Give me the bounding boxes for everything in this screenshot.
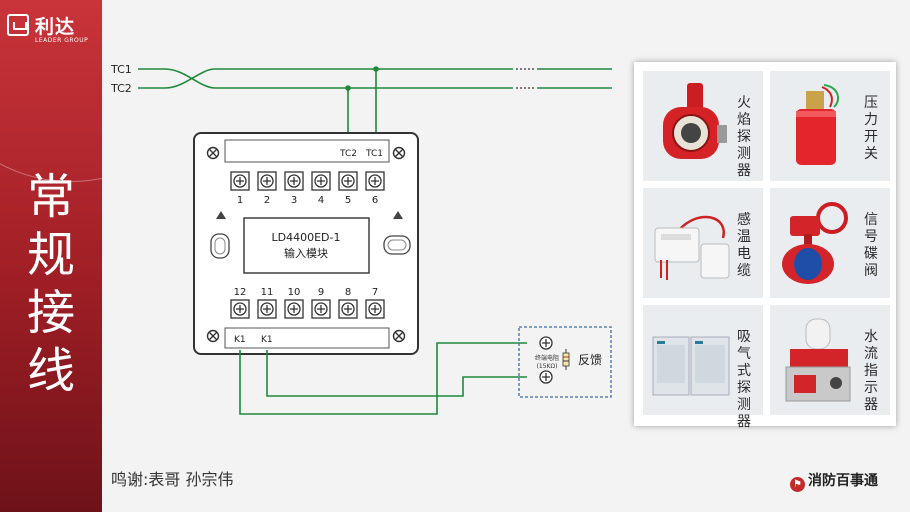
title-char: 接 [26,285,75,341]
bus-break-marks [516,68,535,89]
terminal-screw-icon [365,171,385,191]
device-card-flame-detector: 火焰探测器 [643,71,763,181]
device-label: 水流指示器 [864,329,878,413]
logo-mark-icon [7,14,29,36]
terminal-screw-icon [257,299,277,319]
bus-wires [138,68,612,141]
terminal-number: 3 [291,195,297,206]
feedback-wires [239,342,527,415]
terminal-number: 7 [372,287,378,298]
sidebar: 利达 LEADER GROUP 常 规 接 线 [0,0,102,512]
terminal-number: 6 [372,195,378,206]
terminal-number: 5 [345,195,351,206]
junction-dot [373,66,379,72]
device-card-butterfly-valve: 信号碟阀 [770,188,890,298]
device-label: 感温电缆 [737,212,751,279]
terminal-screw-icon [338,171,358,191]
strip-label-tc1: TC1 [365,149,383,159]
butterfly-valve-icon [776,198,858,288]
terminal-number: 2 [264,195,270,206]
device-card-heat-cable: 感温电缆 [643,188,763,298]
bottom-terminal-row: 12 11 10 9 8 7 [230,287,385,319]
led-slot-inner [214,237,226,255]
credit-text: 鸣谢:表哥 孙宗伟 [111,470,234,489]
mount-screw-icon [392,146,406,160]
terminal-number: 1 [237,195,243,206]
title-char: 线 [26,343,75,399]
terminal-screw-icon [257,171,277,191]
heat-cable-icon [649,198,731,288]
terminal-number: 11 [261,287,274,298]
device-panel: 火焰探测器 压力开关 感温电缆 [634,62,896,430]
strip-label-tc2: TC2 [339,149,357,159]
led-slot-inner [387,239,407,251]
feedback-device-box [518,326,612,398]
terminal-number: 9 [318,287,324,298]
device-label: 火焰探测器 [737,95,751,179]
mount-screw-icon [392,329,406,343]
mount-screw-icon [206,329,220,343]
strip-label-k1: K1 [261,335,273,345]
logo-name: 利达 [35,16,76,38]
device-label: 信号碟阀 [864,212,878,279]
flame-detector-icon [649,81,731,171]
page-title: 常 规 接 线 [0,168,102,400]
module-bottom-strip [224,327,390,349]
bus-label-tc2: TC2 [110,82,132,95]
terminal-number: 4 [318,195,324,206]
terminal-screw-icon [311,171,331,191]
top-terminal-row: 1 2 3 4 5 6 [230,171,385,206]
device-label: 压力开关 [864,95,878,162]
resistor-icon [562,349,570,370]
water-flow-indicator-icon [776,315,858,405]
brand-logo: 利达 LEADER GROUP [7,10,99,46]
arrow-up-icon [216,211,226,219]
arrow-up-icon [393,211,403,219]
junction-dot [345,85,351,91]
terminal-screw-icon [311,299,331,319]
terminal-screw-icon [338,299,358,319]
terminal-screw-icon [284,299,304,319]
resistor-value: (15KΩ) [537,363,558,370]
terminal-screw-icon [230,299,250,319]
terminal-screw-icon [284,171,304,191]
resistor-label: 终端电阻 [535,354,559,362]
pressure-switch-icon [776,81,858,171]
title-char: 规 [26,227,75,283]
module-label-window [243,217,370,274]
feedback-label: 反馈 [578,353,602,367]
module-top-strip [224,139,390,163]
footer-brand-name: 消防百事通 [808,473,878,489]
module-model: LD4400ED-1 [272,231,341,244]
terminal-number: 8 [345,287,351,298]
device-card-aspirating-detector: 吸气式探测器 [643,305,763,430]
terminal-number: 10 [288,287,301,298]
strip-label-k1: K1 [234,335,246,345]
bus-label-tc1: TC1 [110,63,132,76]
terminal-screw-icon [230,171,250,191]
title-char: 常 [26,169,75,225]
mount-screw-icon [206,146,220,160]
device-label: 吸气式探测器 [737,329,751,430]
terminal-number: 12 [234,287,247,298]
aspirating-detector-icon [649,315,731,405]
brand-logo-icon: ⚑ [790,477,805,492]
module-name: 输入模块 [284,246,328,260]
logo-subtitle: LEADER GROUP [35,37,89,44]
terminal-screw-icon [539,336,553,350]
terminal-screw-icon [539,370,553,384]
device-card-water-flow-indicator: 水流指示器 [770,305,890,415]
device-card-pressure-switch: 压力开关 [770,71,890,181]
footer-brand: ⚑消防百事通 [790,470,878,492]
terminal-screw-icon [365,299,385,319]
